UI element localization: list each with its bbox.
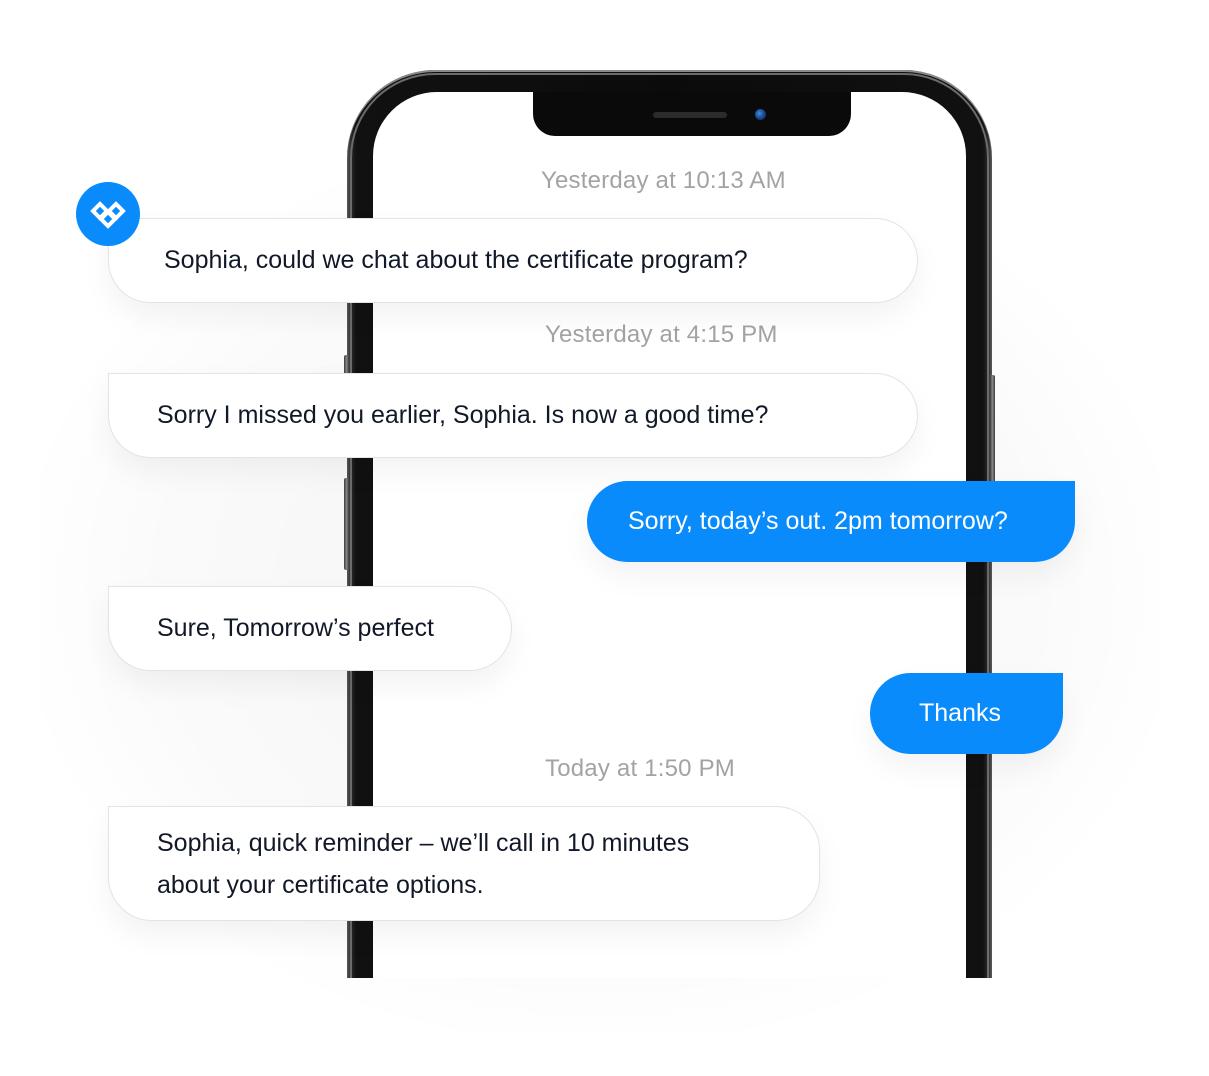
outgoing-message[interactable]: Sorry, today’s out. 2pm tomorrow? [587,481,1075,562]
phone-mute-switch [344,355,349,383]
sender-avatar [76,182,140,246]
message-text: Sophia, quick reminder – we’ll call in 1… [157,828,690,899]
brand-diamond-logo-icon [90,201,126,229]
phone-notch [533,92,851,136]
front-camera-icon [755,109,766,120]
timestamp: Today at 1:50 PM [545,755,735,782]
timestamp: Yesterday at 10:13 AM [541,167,786,194]
timestamp: Yesterday at 4:15 PM [545,321,778,348]
message-text: Sure, Tomorrow’s perfect [157,614,434,642]
phone-volume-button [344,478,349,570]
phone-power-button [990,375,995,485]
message-text: Sorry I missed you earlier, Sophia. Is n… [157,401,769,429]
incoming-message[interactable]: Sophia, quick reminder – we’ll call in 1… [108,806,820,921]
message-text: Sorry, today’s out. 2pm tomorrow? [628,507,1008,535]
incoming-message[interactable]: Sorry I missed you earlier, Sophia. Is n… [108,373,918,458]
speaker-grille [653,112,727,118]
incoming-message[interactable]: Sophia, could we chat about the certific… [108,218,918,303]
incoming-message[interactable]: Sure, Tomorrow’s perfect [108,586,512,671]
message-text: Sophia, could we chat about the certific… [164,246,748,274]
message-text: Thanks [919,699,1001,727]
outgoing-message[interactable]: Thanks [870,673,1063,754]
